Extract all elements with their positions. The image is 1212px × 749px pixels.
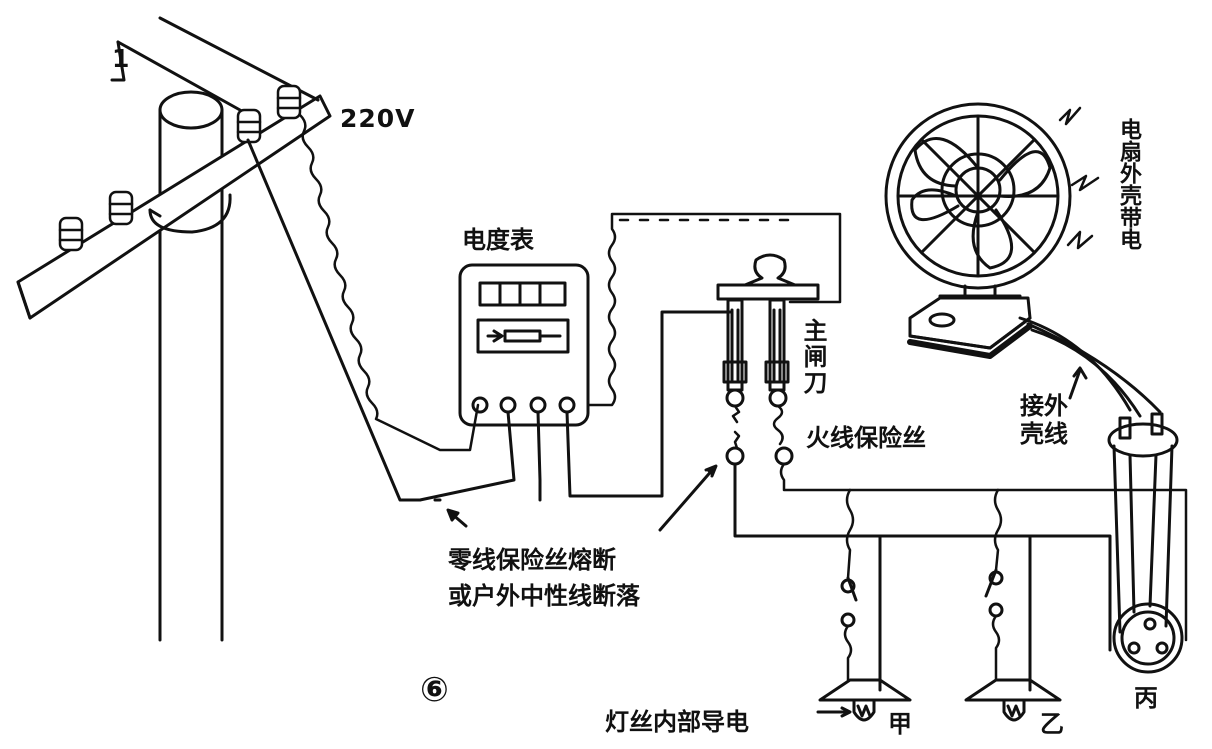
live-line [298,113,480,452]
lightning-spark-icon [1058,106,1100,250]
watt-hour-meter-icon [418,263,732,502]
meter-label: 电度表 [462,226,534,254]
fan-shell-label: 电扇外壳带电 [1116,118,1141,250]
lamp-icon [818,678,912,722]
pole-mark-label: 1 [112,44,131,73]
voltage-label: 220V [340,104,416,133]
fuse-icon [731,404,784,450]
neutral-fault-line1: 零线保险丝熔断 [448,546,616,574]
neutral-fault-line2: 或户外中性线断落 [448,582,640,610]
lamp-a-label: 甲 [888,710,912,738]
socket-c-label: 丙 [1134,684,1158,712]
main-switch-label: 主闸刀 [799,318,827,396]
live-fuse-label: 火线保险丝 [806,424,926,452]
lamp-b-label: 乙 [1040,710,1064,738]
shell-wire-label: 接外壳线 [1020,392,1068,448]
knife-switch-icon [716,253,820,466]
figure-number: ⑥ [420,670,449,710]
socket-icon [1107,412,1184,674]
electric-fan-icon [884,102,1162,418]
filament-fault-label: 灯丝内部导电 [605,708,749,736]
lamp-icon [964,678,1062,722]
neutral-line [246,138,422,502]
insulator-icon [58,84,302,252]
